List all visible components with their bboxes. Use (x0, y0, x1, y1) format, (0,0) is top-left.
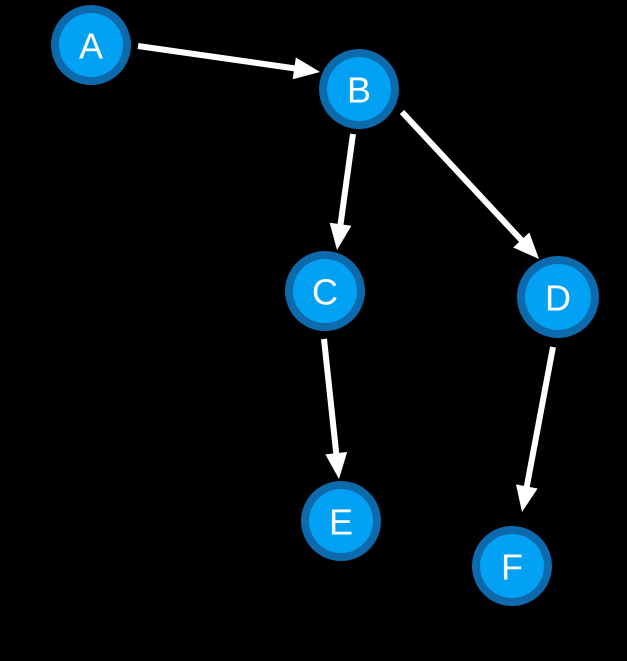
graph-node-e[interactable]: E (301, 481, 381, 561)
node-label: E (329, 502, 353, 543)
arrowhead-icon (513, 232, 539, 259)
graph-node-d[interactable]: D (517, 256, 599, 338)
node-label: B (347, 70, 371, 111)
graph-edge-b-d[interactable] (399, 109, 539, 259)
node-label: D (545, 278, 571, 319)
arrowhead-icon (325, 451, 348, 479)
graph-edge-a-b[interactable] (137, 43, 320, 80)
edge-line (523, 346, 556, 489)
graph-edge-c-e[interactable] (321, 338, 348, 479)
arrowhead-icon (292, 57, 320, 80)
edge-line (399, 109, 525, 244)
graph-node-a[interactable]: A (51, 5, 131, 85)
graph-edge-b-c[interactable] (329, 133, 356, 250)
edge-line (321, 338, 340, 456)
graph-node-f[interactable]: F (472, 526, 552, 606)
graph-node-c[interactable]: C (285, 251, 365, 331)
edge-line (337, 133, 356, 227)
graph-edge-d-f[interactable] (515, 346, 556, 512)
node-fill (525, 264, 591, 330)
edges-layer (137, 43, 556, 512)
node-label: F (501, 547, 523, 588)
node-label: A (79, 26, 103, 67)
arrowhead-icon (329, 222, 352, 250)
node-label: C (312, 272, 338, 313)
node-fill (327, 57, 391, 121)
edge-line (137, 43, 297, 72)
graph-node-b[interactable]: B (319, 49, 399, 129)
node-fill (59, 13, 123, 77)
nodes-layer: A B C D E F (51, 5, 599, 606)
arrowhead-icon (515, 484, 538, 512)
node-fill (293, 259, 357, 323)
node-fill (309, 489, 373, 553)
node-fill (480, 534, 544, 598)
